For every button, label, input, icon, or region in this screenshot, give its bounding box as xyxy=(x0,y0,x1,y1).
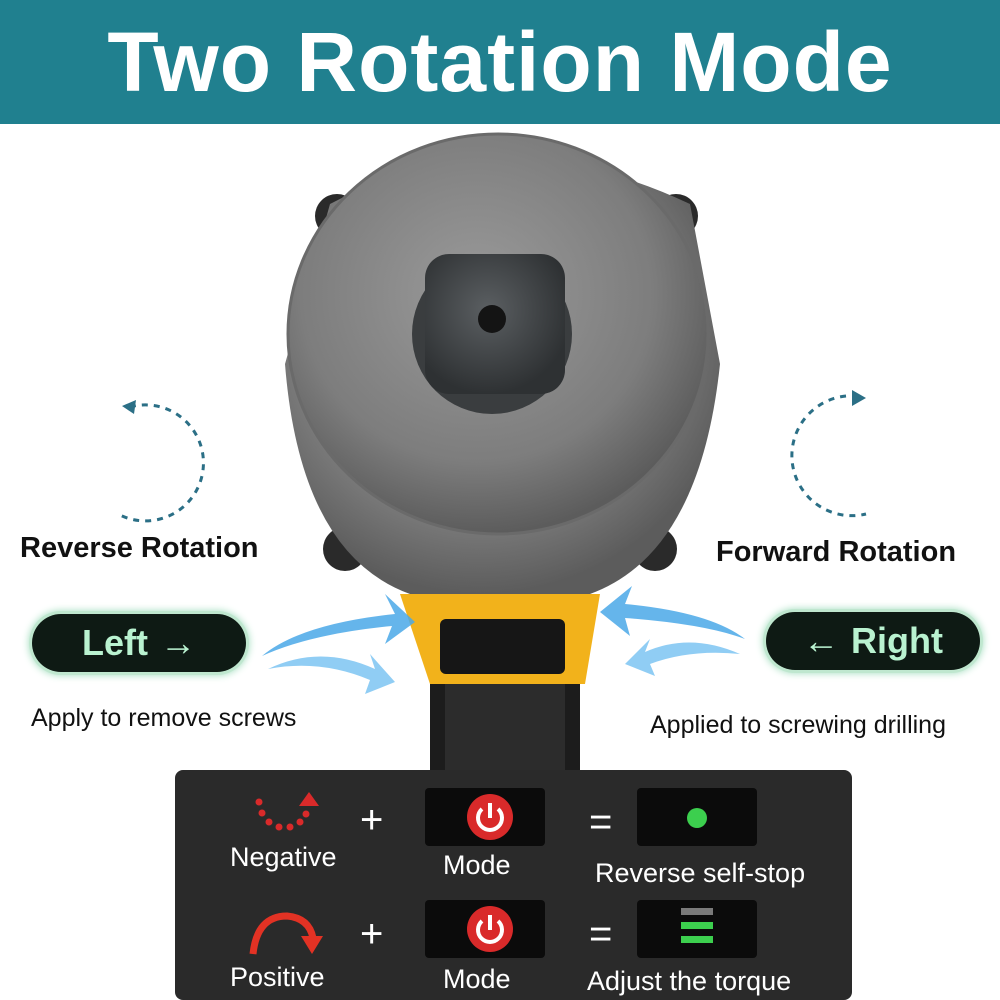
equals-sign: = xyxy=(589,912,613,956)
page-title: Two Rotation Mode xyxy=(107,14,893,109)
mode-button-box xyxy=(425,900,545,958)
mode-label: Mode xyxy=(443,850,511,880)
left-button-label: Left xyxy=(82,622,148,663)
header-banner: Two Rotation Mode xyxy=(0,0,1000,124)
equals-sign: = xyxy=(589,800,613,844)
forward-rotation-icon xyxy=(790,390,867,518)
negative-label: Negative xyxy=(230,842,337,872)
arrow-left-icon: ← xyxy=(803,620,840,661)
positive-arrow-icon xyxy=(249,912,323,955)
left-caption: Apply to remove screws xyxy=(31,704,297,732)
negative-arrow-icon xyxy=(255,792,319,831)
power-icon xyxy=(467,794,513,840)
instruction-panel: Negative + Mode = Reverse self-stop Posi… xyxy=(175,770,852,1000)
plus-sign: + xyxy=(360,798,384,842)
plus-sign: + xyxy=(360,912,384,956)
result-indicator-box xyxy=(637,788,757,846)
green-dot-icon xyxy=(687,808,707,828)
mode-label: Mode xyxy=(443,964,511,994)
power-icon xyxy=(467,906,513,952)
positive-label: Positive xyxy=(230,962,325,992)
mode-button-box xyxy=(425,788,545,846)
reverse-rotation-heading: Reverse Rotation xyxy=(20,532,259,564)
right-button[interactable]: ← Right xyxy=(766,612,980,670)
reverse-self-stop-label: Reverse self-stop xyxy=(595,858,806,888)
arrow-right-icon: → xyxy=(160,622,196,663)
right-caption: Applied to screwing drilling xyxy=(650,711,946,739)
adjust-torque-label: Adjust the torque xyxy=(587,966,792,996)
torque-bars-icon xyxy=(681,908,713,943)
left-button[interactable]: Left → xyxy=(32,614,246,672)
impact-wrench-image xyxy=(117,132,867,784)
reverse-rotation-icon xyxy=(117,400,205,523)
result-indicator-box xyxy=(637,900,757,958)
forward-rotation-heading: Forward Rotation xyxy=(716,536,957,568)
right-button-label: Right xyxy=(851,620,943,661)
